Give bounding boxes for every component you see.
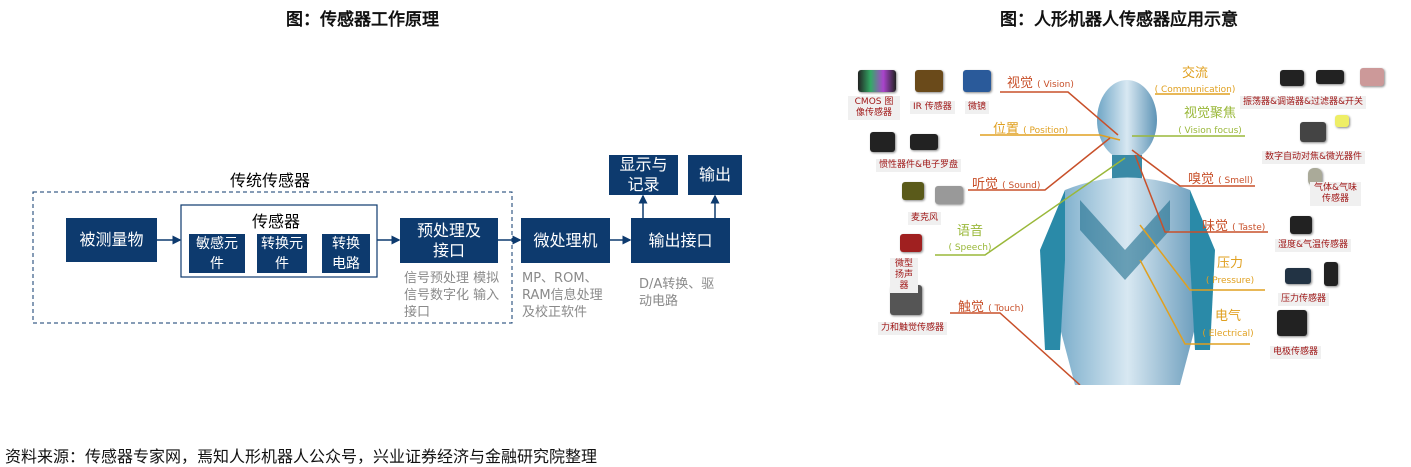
oscillator-chip-image <box>1280 70 1304 86</box>
sense-speech: 语音( Speech) <box>948 224 992 253</box>
filter-chip-image <box>1316 70 1344 84</box>
robot-illustration <box>935 80 1268 385</box>
microphone-chip-image <box>935 186 963 204</box>
pressure-chip-image <box>1285 268 1311 284</box>
diagram-connectors <box>32 191 720 324</box>
sense-pressure: 压力( Pressure) <box>1205 256 1255 286</box>
caption-electrode: 电极传感器 <box>1270 346 1322 359</box>
sense-smell: 嗅觉 ( Smell) <box>1188 172 1254 187</box>
sense-position: 位置 ( Position) <box>993 122 1069 137</box>
caption-cmos: CMOS 图像传感器 <box>848 96 900 120</box>
gas-sensor-image <box>1308 168 1322 186</box>
left-figure-title: 图：传感器工作原理 <box>286 10 439 30</box>
caption-gas: 气体&气味 传感器 <box>1310 182 1361 206</box>
caption-pressure: 压力传感器 <box>1278 293 1330 306</box>
preprocess-interface-box: 预处理及接口 <box>400 218 498 263</box>
robot-right-arm <box>1190 190 1215 350</box>
compass-chip-image <box>910 134 938 150</box>
output-interface-box: 输出接口 <box>631 218 730 263</box>
switch-chip-image <box>1360 68 1384 86</box>
caption-oscillator: 振荡器&调谐器&过滤器&开关 <box>1240 96 1367 109</box>
sense-communication: 交流( Communication) <box>1154 66 1236 95</box>
microprocessor-note: MP、ROM、RAM信息处理及校正软件 <box>522 271 603 320</box>
robot-left-arm <box>1040 190 1065 350</box>
sense-taste: 味觉 ( Taste) <box>1202 219 1266 234</box>
sense-electrical: 电气( Electrical) <box>1202 309 1254 339</box>
sense-vision-focus: 视觉聚焦( Vision focus) <box>1178 106 1242 136</box>
ir-chip-image <box>915 70 943 92</box>
micromirror-image <box>963 70 991 92</box>
caption-speaker: 微型 扬声器 <box>890 258 918 293</box>
right-figure-title: 图：人形机器人传感器应用示意 <box>1000 10 1238 30</box>
pressure-chip-image <box>1324 262 1338 286</box>
caption-microphone: 麦克风 <box>908 212 942 225</box>
measured-object-box: 被测量物 <box>66 218 157 262</box>
humidity-chip-image <box>1290 216 1312 234</box>
source-footnote: 资料来源：传感器专家网，焉知人形机器人公众号，兴业证券经济与金融研究院整理 <box>5 447 598 466</box>
caption-micromirror: 微镜 <box>965 101 990 114</box>
robot-head <box>1097 80 1157 160</box>
caption-humidity: 湿度&气温传感器 <box>1275 239 1352 252</box>
sense-vision: 视觉 ( Vision) <box>1007 76 1074 91</box>
caption-touch: 力和触觉传感器 <box>878 322 948 335</box>
sensor-label: 传感器 <box>252 212 301 231</box>
light-chip-image <box>1335 115 1349 127</box>
electrode-chip-image <box>1277 310 1307 336</box>
microphone-chip-image <box>902 182 924 200</box>
display-record-box: 显示与记录 <box>609 155 678 195</box>
sense-sound: 听觉 ( Sound) <box>972 177 1041 192</box>
preprocess-note: 信号预处理 模拟信号数字化 输入接口 <box>404 271 500 320</box>
output-box: 输出 <box>688 155 742 195</box>
speaker-chip-image <box>900 234 922 252</box>
conversion-circuit-box: 转换电路 <box>322 234 370 273</box>
caption-imu: 惯性器件&电子罗盘 <box>876 159 962 172</box>
caption-ir: IR 传感器 <box>910 101 955 114</box>
imu-chip-image <box>870 132 895 152</box>
autofocus-chip-image <box>1300 122 1326 142</box>
sense-touch: 触觉 ( Touch) <box>958 300 1024 315</box>
conversion-element-box: 转换元件 <box>257 234 307 273</box>
microprocessor-box: 微处理机 <box>521 218 610 263</box>
cmos-chip-image <box>858 70 896 92</box>
traditional-sensor-label: 传统传感器 <box>230 171 311 190</box>
output-interface-note: D/A转换、驱动电路 <box>639 277 715 309</box>
sensitive-element-box: 敏感元件 <box>189 234 245 273</box>
robot-torso <box>1050 177 1205 385</box>
caption-autofocus: 数字自动对焦&微光器件 <box>1262 151 1366 164</box>
